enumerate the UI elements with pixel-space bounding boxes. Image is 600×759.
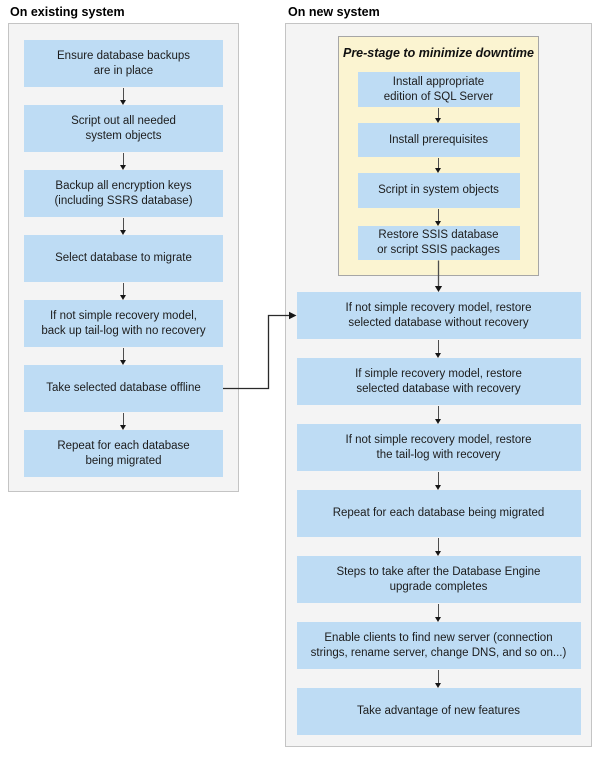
flow-step: Restore SSIS database or script SSIS pac… xyxy=(357,226,520,260)
flow-step: Install prerequisites xyxy=(357,123,520,157)
flow-step: If not simple recovery model, back up ta… xyxy=(24,300,223,347)
flow-step: Take advantage of new features xyxy=(296,688,581,735)
arrow-down-icon xyxy=(434,603,443,622)
flow-step: Repeat for each database being migrated xyxy=(24,430,223,477)
flow-step: Take selected database offline xyxy=(24,365,223,412)
arrow-down-icon xyxy=(434,537,443,556)
flow-step: If not simple recovery model, restore th… xyxy=(296,424,581,471)
right-column-title: On new system xyxy=(288,5,380,19)
existing-system-panel: Ensure database backups are in place Scr… xyxy=(8,23,239,492)
flow-step: Install appropriate edition of SQL Serve… xyxy=(357,72,520,107)
arrow-down-icon xyxy=(119,217,128,235)
prestage-title: Pre-stage to minimize downtime xyxy=(342,46,534,60)
arrow-down-icon xyxy=(119,282,128,300)
arrow-down-icon xyxy=(119,347,128,365)
arrow-down-icon xyxy=(434,669,443,688)
flow-step: Enable clients to find new server (conne… xyxy=(296,622,581,669)
arrow-down-icon xyxy=(434,157,443,173)
arrow-down-icon xyxy=(119,152,128,170)
flow-step: Repeat for each database being migrated xyxy=(296,490,581,537)
flow-step: Script out all needed system objects xyxy=(24,105,223,152)
arrow-down-icon xyxy=(434,107,443,123)
left-column-title: On existing system xyxy=(10,5,125,19)
arrow-down-icon xyxy=(434,208,443,226)
flow-step: If simple recovery model, restore select… xyxy=(296,358,581,405)
flow-step: Backup all encryption keys (including SS… xyxy=(24,170,223,217)
prestage-group: Pre-stage to minimize downtime Install a… xyxy=(338,36,539,276)
arrow-down-icon xyxy=(119,412,128,430)
flow-step: If not simple recovery model, restore se… xyxy=(296,292,581,339)
arrow-down-icon xyxy=(434,471,443,490)
new-system-panel: Pre-stage to minimize downtime Install a… xyxy=(285,23,592,747)
flow-step: Script in system objects xyxy=(357,173,520,208)
arrow-down-icon xyxy=(119,87,128,105)
arrow-down-icon xyxy=(434,339,443,358)
arrow-down-icon xyxy=(434,405,443,424)
flow-step: Steps to take after the Database Engine … xyxy=(296,556,581,603)
flow-step: Ensure database backups are in place xyxy=(24,40,223,87)
flow-step: Select database to migrate xyxy=(24,235,223,282)
